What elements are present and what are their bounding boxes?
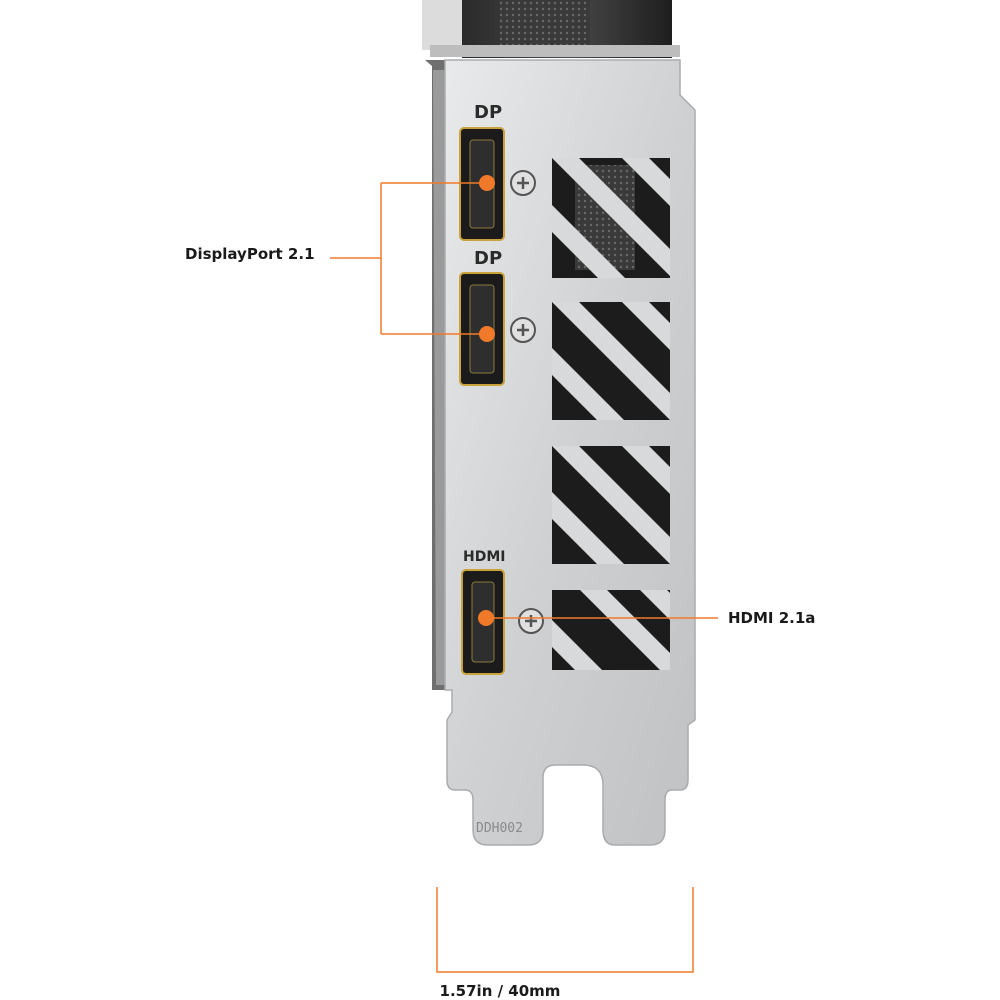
width-label: 1.57in / 40mm <box>439 982 561 1000</box>
displayport-label: DisplayPort 2.1 <box>185 245 315 263</box>
callout-dot-dp2 <box>479 326 495 342</box>
displayport-callout <box>330 182 486 335</box>
vent-block-3 <box>552 446 670 564</box>
callout-dot-dp1 <box>479 175 495 191</box>
callout-dot-hdmi <box>478 610 494 626</box>
screw-icon <box>510 317 536 343</box>
hdmi-label: HDMI 2.1a <box>728 609 816 627</box>
card-shroud <box>422 0 680 58</box>
marking-part-code: DDH002 <box>476 821 523 836</box>
screw-icon <box>510 170 536 196</box>
marking-dp-top: DP <box>474 102 502 123</box>
vent-block-1 <box>552 158 670 278</box>
bracket-side-edge <box>433 70 446 685</box>
marking-hdmi: HDMI <box>463 549 505 565</box>
marking-dp-bottom: DP <box>474 248 502 269</box>
vent-block-2 <box>552 302 670 420</box>
vent-block-4 <box>552 590 670 670</box>
width-dimension-line <box>436 887 694 973</box>
screw-icon <box>518 608 544 634</box>
